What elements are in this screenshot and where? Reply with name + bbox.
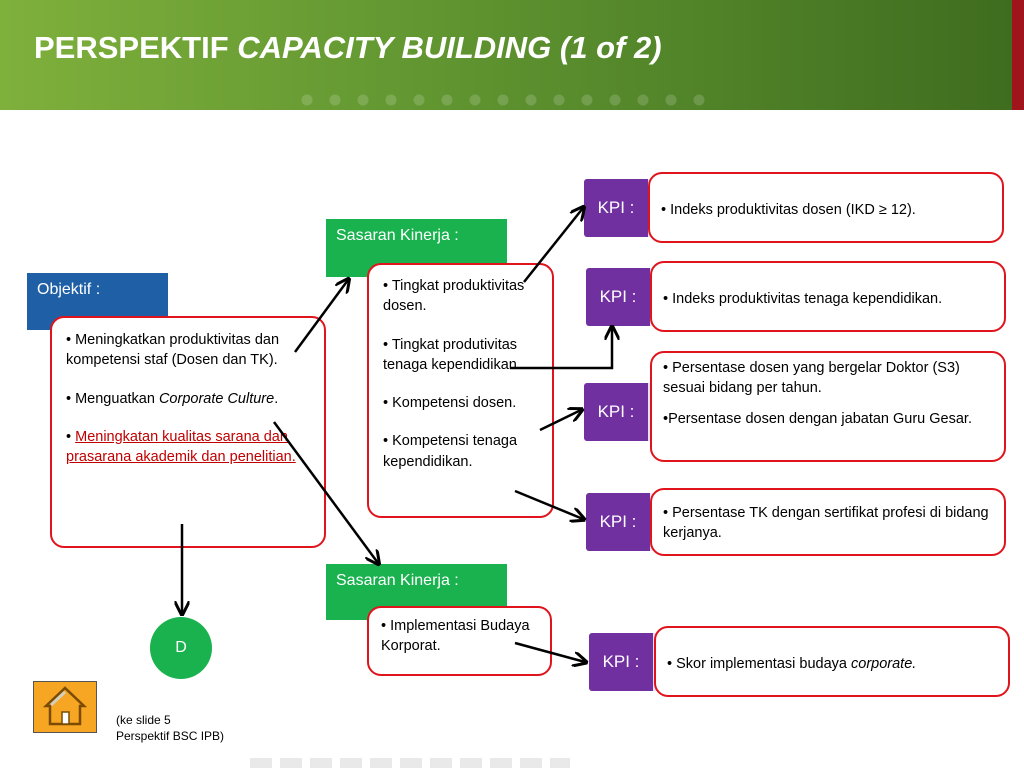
objektif-item-2-suffix: . <box>274 390 279 407</box>
sasaran-kinerja-box-2: • Implementasi Budaya Korporat. <box>367 606 552 676</box>
sasaran-1-label: Sasaran Kinerja : <box>336 227 459 244</box>
decorative-dots <box>300 93 720 107</box>
objektif-item-2-italic: Corporate Culture <box>158 390 275 407</box>
d-circle: D <box>150 617 212 679</box>
sasaran-kinerja-box-1: • Tingkat produktivitas dosen. • Tingkat… <box>367 263 554 518</box>
kpi-5-text-plain: • Skor implementasi budaya <box>667 656 851 672</box>
bottom-decoration <box>250 758 570 768</box>
kpi-label: KPI : <box>586 268 650 326</box>
kpi-box-2: • Indeks produktivitas tenaga kependidik… <box>650 261 1006 332</box>
title-bar: PERSPEKTIF CAPACITY BUILDING (1 of 2) <box>0 0 1012 110</box>
kpi-1-text: • Indeks produktivitas dosen (IKD ≥ 12). <box>661 202 916 218</box>
objektif-label: Objektif : <box>37 281 101 298</box>
kpi-box-4: • Persentase TK dengan sertifikat profes… <box>650 488 1006 556</box>
arrow-to-kpi-3 <box>539 410 581 432</box>
note-line-2: Perspektif BSC IPB) <box>116 728 225 743</box>
arrow-to-kpi-4 <box>514 489 583 519</box>
d-label: D <box>175 639 187 656</box>
kpi-4-text: • Persentase TK dengan sertifikat profes… <box>663 505 989 542</box>
sasaran-1-item: • Tingkat produtivitas tenaga kependidik… <box>383 336 521 373</box>
sasaran-1-item: • Kompetensi tenaga kependidikan. <box>383 433 518 470</box>
sasaran-1-item: • Kompetensi dosen. <box>383 395 517 412</box>
arrow-objektif-to-sasaran-2 <box>272 421 378 563</box>
sasaran-1-item: • Tingkat produktivitas dosen. <box>383 278 525 315</box>
objektif-box: • Meningkatkan produktivitas dan kompete… <box>50 316 326 548</box>
title-plain: PERSPEKTIF <box>34 30 238 65</box>
kpi-3-text-2: •Persentase dosen dengan jabatan Guru Ge… <box>663 410 972 427</box>
title-italic: CAPACITY BUILDING (1 of 2) <box>237 30 662 65</box>
kpi-box-5: • Skor implementasi budaya corporate. <box>654 626 1010 697</box>
objektif-item-3: • Meningkatan kualitas sarana dan prasar… <box>66 427 310 468</box>
objektif-item-3-link[interactable]: Meningkatan kualitas sarana dan prasaran… <box>66 428 296 466</box>
title-bar-accent <box>1012 0 1024 110</box>
objektif-item-2-text: • Menguatkan <box>66 390 159 407</box>
sasaran-2-item: • Implementasi Budaya Korporat. <box>381 618 530 655</box>
objektif-item-1: • Meningkatkan produktivitas dan kompete… <box>66 332 280 369</box>
kpi-3-text-1: • Persentase dosen yang bergelar Doktor … <box>663 360 960 397</box>
arrow-to-kpi-1 <box>523 208 583 283</box>
slide-title: PERSPEKTIF CAPACITY BUILDING (1 of 2) <box>34 30 662 66</box>
sasaran-kinerja-tab-1: Sasaran Kinerja : <box>326 219 507 277</box>
arrow-to-kpi-5 <box>514 641 585 662</box>
kpi-5-text-italic: corporate. <box>851 656 917 672</box>
slide-reference-note: (ke slide 5 Perspektif BSC IPB) <box>116 713 224 744</box>
kpi-label: KPI : <box>586 493 650 551</box>
home-button[interactable] <box>33 681 97 733</box>
arrow-to-kpi-2 <box>510 328 612 370</box>
kpi-label: KPI : <box>584 179 648 237</box>
objektif-item-2: • Menguatkan Corporate Culture. <box>66 389 310 409</box>
note-line-1: (ke slide 5 <box>116 713 171 727</box>
objektif-item-3-bullet: • <box>66 428 76 445</box>
sasaran-2-label: Sasaran Kinerja : <box>336 572 459 589</box>
kpi-label: KPI : <box>584 383 648 441</box>
kpi-box-3: • Persentase dosen yang bergelar Doktor … <box>650 351 1006 462</box>
arrow-objektif-to-sasaran-1 <box>293 280 348 353</box>
kpi-5-text: • Skor implementasi budaya corporate. <box>667 654 998 674</box>
kpi-2-text: • Indeks produktivitas tenaga kependidik… <box>663 291 943 307</box>
kpi-label: KPI : <box>589 633 653 691</box>
kpi-box-1: • Indeks produktivitas dosen (IKD ≥ 12). <box>648 172 1004 243</box>
home-icon <box>42 686 88 726</box>
